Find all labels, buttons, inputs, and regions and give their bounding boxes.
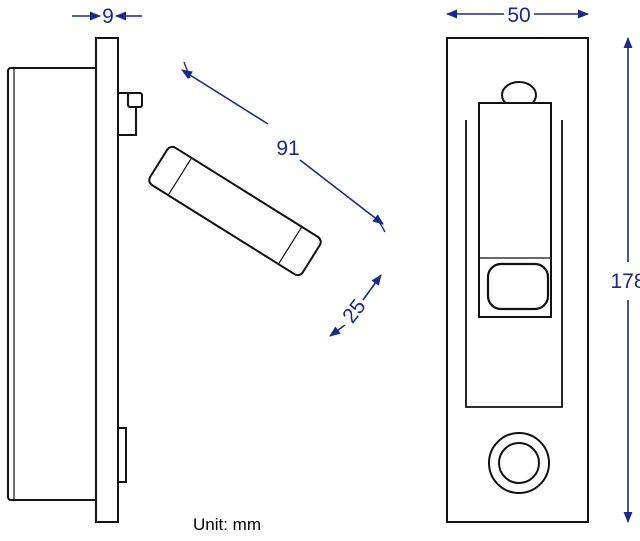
dim-depth-label: 9 [102, 5, 114, 28]
dimension-lines [72, 9, 633, 524]
dim-width-label: 50 [507, 4, 530, 27]
unit-label: Unit: mm [193, 515, 261, 534]
rear-housing [7, 67, 99, 501]
side-view [7, 37, 322, 523]
reading-arm [148, 145, 322, 277]
front-view [446, 37, 589, 523]
face-plate [95, 37, 119, 523]
lens-inner [498, 442, 540, 484]
switch-button [486, 262, 550, 311]
arm-shadow [465, 120, 563, 408]
dim-arm-length-label: 91 [276, 137, 299, 160]
arm-pivot-cap [127, 92, 143, 108]
dim-height-label: 178 [610, 270, 640, 293]
dim-arm-diameter-label: 25 [338, 295, 371, 328]
